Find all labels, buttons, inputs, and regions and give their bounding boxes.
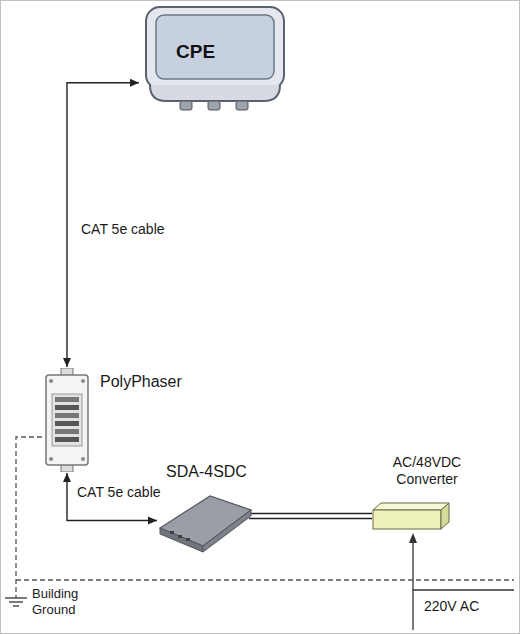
edge-label: CAT 5e cable <box>79 221 167 238</box>
supply-label: 220V AC <box>422 598 481 615</box>
sda-switch: SDA-4SDC <box>158 488 253 553</box>
ground-label: Building Ground <box>30 586 94 617</box>
surge-protector: PolyPhaser <box>44 368 90 472</box>
node-label: SDA-4SDC <box>166 462 247 481</box>
node-label: AC/48VDC Converter <box>377 454 477 488</box>
edge-label: CAT 5e cable <box>75 484 163 501</box>
ground-bus <box>16 579 514 580</box>
node-label: PolyPhaser <box>100 372 182 391</box>
ac-feed-line <box>412 540 413 590</box>
converter-illustration <box>372 502 450 530</box>
arrow-head <box>409 533 417 543</box>
cpe-device: CPE <box>140 5 290 113</box>
power-converter: AC/48VDC Converter <box>372 502 450 530</box>
ground-wire <box>16 437 42 598</box>
cable-connector <box>249 513 372 514</box>
cable-connector <box>249 518 372 519</box>
polyphaser-illustration <box>44 368 90 472</box>
sda-device-illustration <box>158 488 253 553</box>
ac-supply-line <box>413 590 514 630</box>
ground-symbol <box>5 598 27 606</box>
node-label: CPE <box>176 41 215 64</box>
